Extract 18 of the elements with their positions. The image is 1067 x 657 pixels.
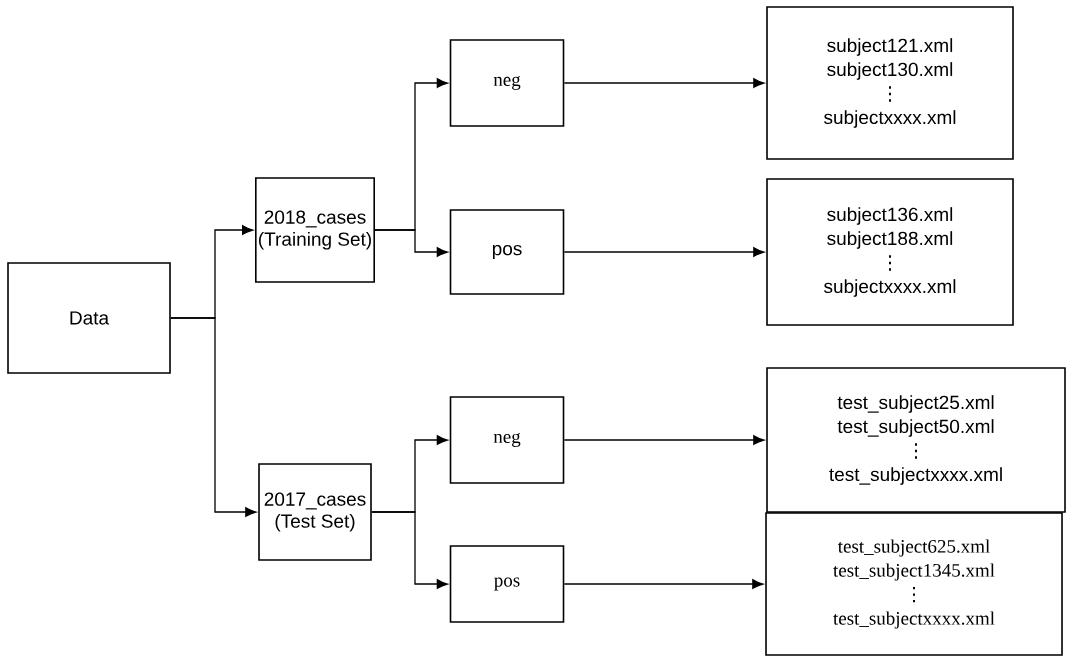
file-list-box: subject121.xml subject130.xml ⋮ subjectxxxx.xml	[766, 6, 1014, 160]
file-list-box: subject136.xml subject188.xml ⋮ subjectxxxx.xml	[766, 178, 1014, 326]
arrow	[563, 435, 765, 445]
arrow	[563, 247, 765, 257]
arrow	[371, 511, 448, 589]
process-box: 2018_cases (Training Set)	[255, 177, 375, 283]
arrow	[563, 78, 765, 88]
process-box: 2017_cases (Test Set)	[258, 463, 372, 561]
process-box: Data	[7, 262, 171, 374]
arrow	[374, 229, 448, 257]
process-box: neg	[449, 39, 565, 127]
arrow	[563, 579, 764, 589]
process-box: pos	[449, 209, 565, 295]
process-box: pos	[449, 545, 565, 623]
file-list-box: test_subject625.xml test_subject1345.xml ⋮ test_subjectxxxx.xml	[765, 512, 1063, 656]
arrow	[170, 317, 257, 517]
process-box: neg	[449, 396, 565, 484]
file-list-box: test_subject25.xml test_subject50.xml ⋮ test_subjectxxxx.xml	[766, 367, 1066, 513]
